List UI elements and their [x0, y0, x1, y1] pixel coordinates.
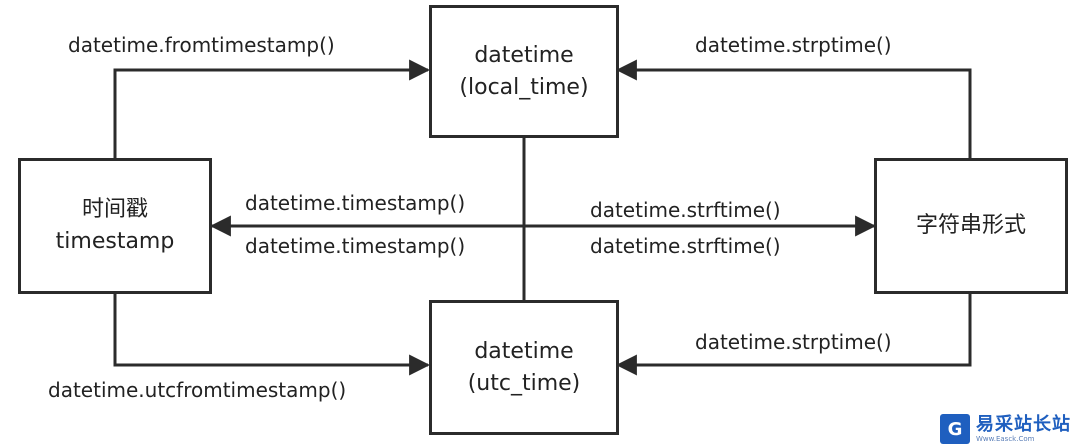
node-local-subtitle: (local_time): [459, 74, 589, 100]
node-local-title: datetime: [474, 42, 574, 68]
label-fromtimestamp: datetime.fromtimestamp(): [68, 33, 335, 57]
edge-fromtimestamp: [113, 59, 431, 158]
label-timestamp-from-utc: datetime.timestamp(): [245, 234, 466, 258]
watermark-logo-icon: G: [940, 414, 970, 444]
node-string-title: 字符串形式: [915, 213, 1026, 238]
edge-strptime-to-local: [615, 59, 972, 158]
node-datetime-utc: datetime (utc_time): [429, 300, 619, 435]
node-datetime-local: datetime (local_time): [429, 5, 619, 138]
label-strftime-from-local: datetime.strftime(): [590, 198, 781, 222]
node-string-form: 字符串形式: [874, 158, 1068, 294]
watermark: G 易采站长站 Www.Easck.Com: [940, 412, 1080, 446]
node-utc-title: datetime: [474, 338, 574, 364]
label-strptime-to-utc: datetime.strptime(): [695, 330, 892, 354]
label-timestamp-from-local: datetime.timestamp(): [245, 191, 466, 215]
label-utcfromtimestamp: datetime.utcfromtimestamp(): [48, 378, 347, 402]
node-utc-subtitle: (utc_time): [467, 370, 581, 396]
edge-utcfromtimestamp: [113, 294, 431, 376]
label-strptime-to-local: datetime.strptime(): [695, 33, 892, 57]
watermark-title: 易采站长站: [976, 413, 1071, 435]
edge-strptime-to-utc: [615, 294, 972, 376]
node-timestamp: 时间戳 timestamp: [18, 158, 212, 294]
watermark-subtitle: Www.Easck.Com: [976, 434, 1035, 443]
node-timestamp-cn: 时间戳: [81, 197, 148, 222]
label-strftime-from-utc: datetime.strftime(): [590, 234, 781, 258]
node-timestamp-en: timestamp: [55, 229, 175, 254]
